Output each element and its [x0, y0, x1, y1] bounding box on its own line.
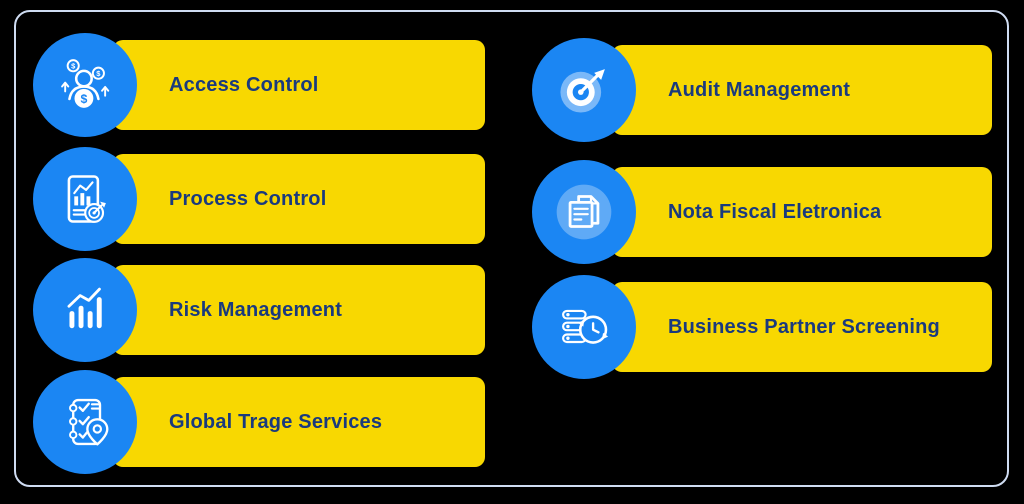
pill-access-control: Access Control: [113, 40, 485, 130]
pill-nota-fiscal-eletronica: Nota Fiscal Eletronica: [612, 167, 992, 257]
pill-risk-management: Risk Management: [113, 265, 485, 355]
icon-badge: [33, 370, 137, 474]
pill-label: Global Trage Services: [169, 411, 383, 433]
capability-item-access-control: Access Control $ $ $: [33, 33, 485, 137]
pill-label: Audit Management: [668, 79, 851, 101]
pill-global-trage-services: Global Trage Services: [113, 377, 485, 467]
icon-badge: $ $ $: [33, 33, 137, 137]
capability-item-process-control: Process Control: [33, 147, 485, 251]
icon-badge: [532, 160, 636, 264]
pill-label: Process Control: [169, 188, 327, 210]
report-chart-target-icon: [67, 175, 106, 223]
target-arrow-icon: [560, 69, 605, 113]
capability-item-nota-fiscal-eletronica: Nota Fiscal Eletronica: [532, 160, 992, 264]
pill-label: Risk Management: [169, 299, 343, 321]
checklist-location-icon: [69, 398, 109, 446]
pill-label: Business Partner Screening: [668, 316, 940, 338]
icon-badge: [33, 147, 137, 251]
bar-chart-trend-icon: [67, 287, 102, 329]
capability-item-risk-management: Risk Management: [33, 258, 485, 362]
capability-item-business-partner-screening: Business Partner Screening: [532, 275, 992, 379]
pill-audit-management: Audit Management: [612, 45, 992, 135]
diagram-frame: [14, 10, 1009, 487]
svg-text:$: $: [80, 92, 87, 106]
pill-process-control: Process Control: [113, 154, 485, 244]
list-history-clock-icon: [562, 309, 609, 344]
icon-badge: [33, 258, 137, 362]
svg-text:$: $: [96, 69, 101, 78]
icon-badge: [532, 38, 636, 142]
capability-item-global-trage-services: Global Trage Services: [33, 370, 485, 474]
pill-business-partner-screening: Business Partner Screening: [612, 282, 992, 372]
pill-label: Access Control: [169, 74, 319, 96]
pill-label: Nota Fiscal Eletronica: [668, 201, 882, 223]
icon-badge: [532, 275, 636, 379]
stacked-documents-icon: [556, 184, 612, 240]
svg-text:$: $: [71, 62, 76, 71]
capability-item-audit-management: Audit Management: [532, 38, 992, 142]
users-money-icon: $ $ $: [61, 59, 110, 108]
